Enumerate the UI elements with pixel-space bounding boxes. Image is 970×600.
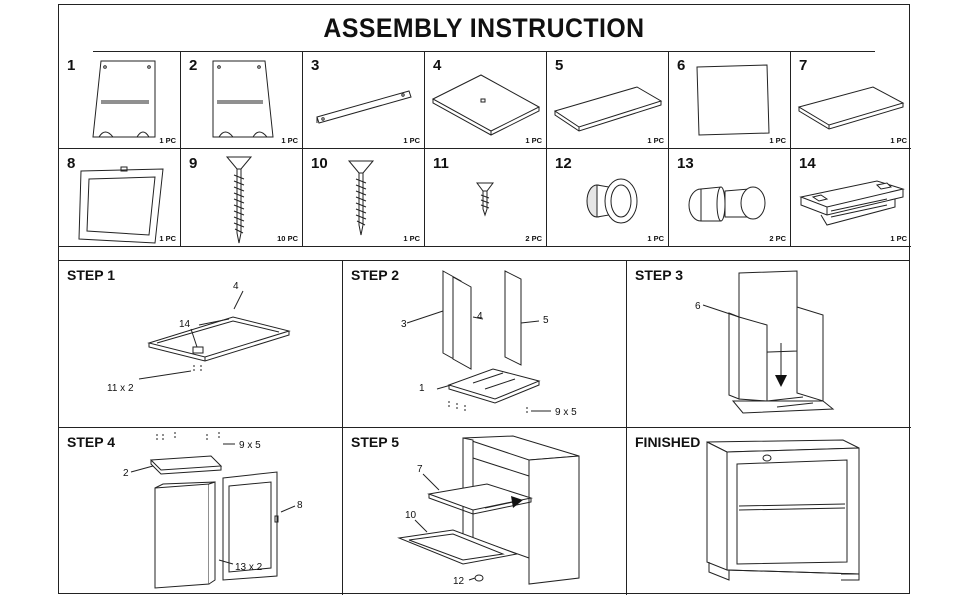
callout-label: 1 <box>419 383 425 394</box>
callout-label: 8 <box>297 500 303 511</box>
part-number: 2 <box>189 57 198 74</box>
long-screw-icon <box>225 156 253 244</box>
step-4-diagram: 9 x 5 2 8 13 x 2 <box>123 432 303 589</box>
part-qty: 1 PC <box>769 136 786 145</box>
part-number: 11 <box>433 155 449 172</box>
part-cell-13: 13 2 PC <box>669 149 791 247</box>
step-1-diagram: 4 14 11 x 2 <box>107 281 291 394</box>
part-cell-4: 4 1 PC <box>425 51 547 149</box>
callout-label: 11 x 2 <box>107 383 134 394</box>
part-qty: 1 PC <box>525 136 542 145</box>
part-number: 5 <box>555 57 564 74</box>
knob-icon <box>586 178 638 224</box>
part-cell-1: 1 1 PC <box>59 51 181 149</box>
step-2-panel: STEP 2 3 4 5 1 <box>343 261 627 428</box>
part-cell-11: 11 2 PC <box>425 149 547 247</box>
part-qty: 10 PC <box>277 234 298 243</box>
step-1-panel: STEP 1 4 14 11 x 2 <box>59 261 343 428</box>
callout-label: 6 <box>695 301 701 312</box>
step-5-panel: STEP 5 7 10 12 <box>343 428 627 595</box>
part-number: 4 <box>433 57 442 74</box>
part-cell-9: 9 10 PC <box>181 149 303 247</box>
step-label: FINISHED <box>635 434 701 450</box>
step-3-diagram: 6 <box>695 270 835 414</box>
callout-label: 3 <box>401 319 407 330</box>
part-number: 10 <box>311 155 328 172</box>
back-panel-icon <box>696 64 770 136</box>
callout-label: 13 x 2 <box>235 562 263 573</box>
callout-label: 4 <box>233 281 239 292</box>
part-qty: 1 PC <box>159 136 176 145</box>
part-qty: 1 PC <box>281 136 298 145</box>
part-number: 13 <box>677 155 694 172</box>
part-qty: 1 PC <box>647 234 664 243</box>
part-qty: 1 PC <box>403 136 420 145</box>
medium-screw-icon <box>347 160 375 236</box>
step-5-diagram: 7 10 12 <box>397 435 580 587</box>
part-number: 7 <box>799 57 808 74</box>
short-screw-icon <box>476 182 494 217</box>
part-qty: 1 PC <box>647 136 664 145</box>
part-cell-12: 12 1 PC <box>547 149 669 247</box>
bottom-board-icon <box>431 74 541 136</box>
step-label: STEP 5 <box>351 434 399 450</box>
step-label: STEP 3 <box>635 267 683 283</box>
step-2-diagram: 3 4 5 1 9 x 5 <box>401 270 577 418</box>
step-3-panel: STEP 3 6 <box>627 261 911 428</box>
part-qty: 2 PC <box>769 234 786 243</box>
step-label: STEP 4 <box>67 434 115 450</box>
callout-label: 9 x 5 <box>239 440 261 451</box>
page-title: ASSEMBLY INSTRUCTION <box>93 5 875 52</box>
part-cell-5: 5 1 PC <box>547 51 669 149</box>
part-number: 8 <box>67 155 76 172</box>
callout-label: 4 <box>477 311 483 322</box>
part-qty: 1 PC <box>890 136 907 145</box>
section-divider <box>59 247 909 261</box>
callout-label: 14 <box>179 319 191 330</box>
part-number: 1 <box>67 57 76 74</box>
part-cell-14: 14 1 PC <box>791 149 911 247</box>
finished-panel: FINISHED <box>627 428 911 595</box>
part-number: 6 <box>677 57 686 74</box>
hinge-pin-icon <box>688 186 766 222</box>
shelf-board-icon <box>797 86 905 130</box>
callout-label: 10 <box>405 510 417 521</box>
part-cell-2: 2 1 PC <box>181 51 303 149</box>
door-frame-icon <box>78 166 164 244</box>
side-panel-right-icon <box>212 60 274 138</box>
part-number: 14 <box>799 155 816 172</box>
part-qty: 1 PC <box>403 234 420 243</box>
parts-grid: 1 1 PC 2 1 PC 3 <box>59 51 911 247</box>
callout-label: 12 <box>453 576 465 587</box>
top-board-icon <box>553 86 663 132</box>
step-label: STEP 1 <box>67 267 115 283</box>
part-number: 12 <box>555 155 572 172</box>
callout-label: 5 <box>543 315 549 326</box>
part-cell-3: 3 1 PC <box>303 51 425 149</box>
rail-icon <box>316 90 412 124</box>
side-panel-left-icon <box>92 60 156 138</box>
step-4-panel: STEP 4 9 x 5 2 8 13 x 2 <box>59 428 343 595</box>
part-cell-8: 8 1 PC <box>59 149 181 247</box>
part-cell-7: 7 1 PC <box>791 51 911 149</box>
callout-label: 2 <box>123 468 129 479</box>
part-number: 9 <box>189 155 198 172</box>
part-qty: 1 PC <box>159 234 176 243</box>
part-cell-10: 10 1 PC <box>303 149 425 247</box>
step-label: STEP 2 <box>351 267 399 283</box>
part-qty: 1 PC <box>890 234 907 243</box>
part-cell-6: 6 1 PC <box>669 51 791 149</box>
callout-label: 9 x 5 <box>555 407 577 418</box>
finished-diagram <box>706 439 860 581</box>
steps-grid: STEP 1 4 14 11 x 2 STEP 2 <box>59 261 911 595</box>
part-number: 3 <box>311 57 320 74</box>
bracket-icon <box>799 180 905 226</box>
callout-label: 7 <box>417 464 423 475</box>
assembly-sheet: ASSEMBLY INSTRUCTION 1 1 PC 2 1 PC <box>58 4 911 595</box>
part-qty: 2 PC <box>525 234 542 243</box>
